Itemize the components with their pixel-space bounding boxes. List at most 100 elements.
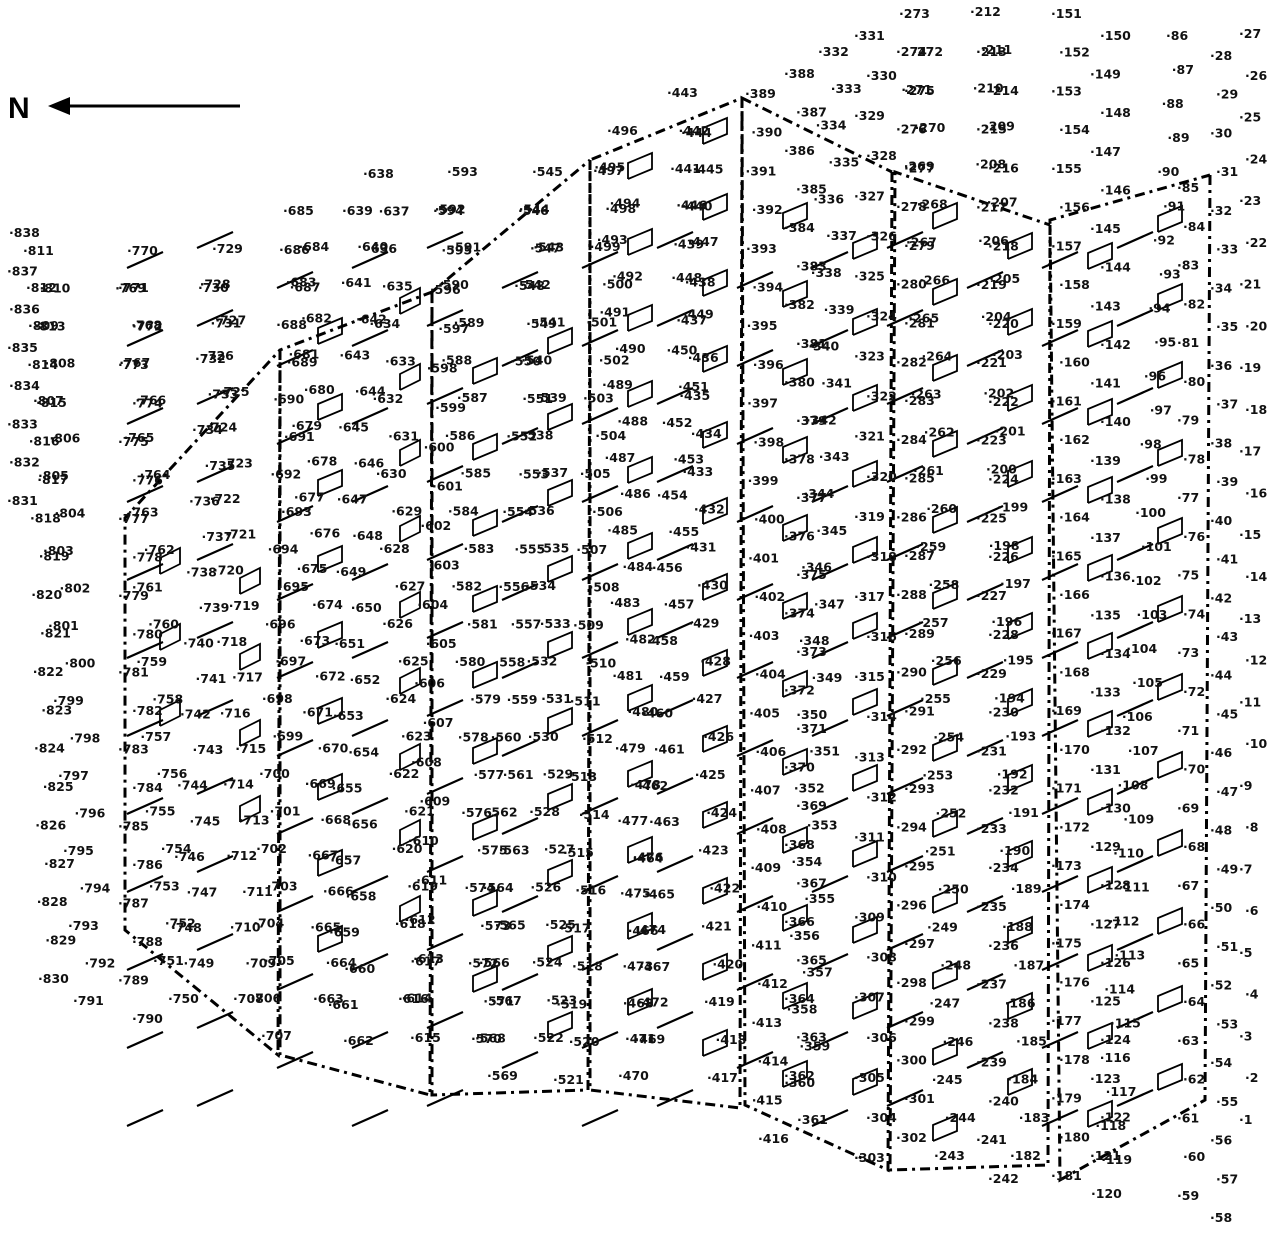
- element-label-674: ·674: [312, 597, 343, 612]
- cell-outline: [1158, 986, 1182, 1012]
- element-label-714: ·714: [223, 777, 254, 792]
- cell-link: [277, 896, 313, 912]
- element-label-77: ·77: [1177, 490, 1199, 505]
- element-label-90: ·90: [1157, 164, 1179, 179]
- element-label-105: ·105: [1132, 675, 1163, 690]
- element-label-158: ·158: [1059, 277, 1090, 292]
- element-label-642: ·642: [356, 311, 387, 326]
- element-label-54: ·54: [1210, 1055, 1232, 1070]
- element-label-514: ·514: [579, 807, 610, 822]
- element-label-787: ·787: [118, 896, 149, 911]
- element-label-745: ·745: [190, 813, 221, 828]
- element-label-626: ·626: [382, 616, 413, 631]
- element-label-68: ·68: [1183, 839, 1205, 854]
- element-label-334: ·334: [816, 118, 847, 133]
- element-label-121: ·121: [1090, 1148, 1121, 1163]
- element-label-129: ·129: [1090, 839, 1121, 854]
- element-label-66: ·66: [1183, 917, 1205, 932]
- element-label-424: ·424: [706, 805, 737, 820]
- element-label-504: ·504: [595, 428, 626, 443]
- element-label-573: ·573: [480, 918, 511, 933]
- element-label-475: ·475: [620, 886, 651, 901]
- cell-link: [1042, 720, 1078, 736]
- element-label-645: ·645: [338, 420, 369, 435]
- element-label-574: ·574: [464, 880, 495, 895]
- element-label-741: ·741: [196, 671, 227, 686]
- element-label-289: ·289: [904, 626, 935, 641]
- element-label-375: ·375: [796, 567, 827, 582]
- element-label-143: ·143: [1090, 298, 1121, 313]
- element-label-419: ·419: [704, 994, 735, 1009]
- element-label-247: ·247: [929, 996, 960, 1011]
- element-label-308: ·308: [866, 950, 897, 965]
- element-label-640: ·640: [357, 239, 388, 254]
- element-label-104: ·104: [1126, 641, 1157, 656]
- element-label-692: ·692: [270, 467, 301, 482]
- element-label-615: ·615: [410, 1030, 441, 1045]
- element-label-127: ·127: [1090, 916, 1121, 931]
- element-label-529: ·529: [542, 766, 573, 781]
- element-label-559: ·559: [507, 692, 538, 707]
- element-label-391: ·391: [746, 163, 777, 178]
- element-label-784: ·784: [132, 780, 163, 795]
- element-label-20: ·20: [1245, 318, 1267, 333]
- element-label-670: ·670: [318, 740, 349, 755]
- element-label-800: ·800: [65, 656, 96, 671]
- element-label-496: ·496: [607, 123, 638, 138]
- element-label-719: ·719: [229, 598, 260, 613]
- element-label-184: ·184: [1007, 1072, 1038, 1087]
- north-arrow: N: [8, 92, 240, 125]
- element-label-754: ·754: [161, 841, 192, 856]
- element-label-533: ·533: [540, 616, 571, 631]
- element-label-188: ·188: [1002, 919, 1033, 934]
- element-label-731: ·731: [211, 316, 242, 331]
- element-label-671: ·671: [302, 705, 333, 720]
- element-label-518: ·518: [572, 958, 603, 973]
- element-label-553: ·553: [518, 466, 549, 481]
- element-label-5: ·5: [1239, 945, 1252, 960]
- element-label-781: ·781: [118, 665, 149, 680]
- element-label-151: ·151: [1051, 6, 1082, 21]
- element-label-291: ·291: [904, 703, 935, 718]
- element-label-363: ·363: [796, 1030, 827, 1045]
- element-label-487: ·487: [605, 450, 636, 465]
- element-label-431: ·431: [686, 540, 717, 555]
- cell-outline: [473, 358, 497, 384]
- element-label-296: ·296: [896, 897, 927, 912]
- element-label-603: ·603: [429, 557, 460, 572]
- element-label-180: ·180: [1059, 1129, 1090, 1144]
- element-label-655: ·655: [332, 780, 363, 795]
- element-label-2: ·2: [1245, 1070, 1258, 1085]
- element-label-516: ·516: [575, 883, 606, 898]
- element-label-326: ·326: [866, 228, 897, 243]
- element-label-387: ·387: [796, 105, 827, 120]
- element-label-454: ·454: [657, 488, 688, 503]
- element-label-666: ·666: [323, 884, 354, 899]
- element-label-821: ·821: [40, 626, 71, 641]
- element-label-156: ·156: [1059, 200, 1090, 215]
- element-label-61: ·61: [1177, 1111, 1199, 1126]
- element-label-333: ·333: [831, 81, 862, 96]
- element-label-96: ·96: [1144, 369, 1166, 384]
- element-label-782: ·782: [132, 703, 163, 718]
- element-label-51: ·51: [1216, 939, 1238, 954]
- element-label-772: ·772: [132, 319, 163, 334]
- element-label-350: ·350: [796, 707, 827, 722]
- element-label-637: ·637: [379, 204, 410, 219]
- element-label-811: ·811: [23, 243, 54, 258]
- element-label-368: ·368: [784, 837, 815, 852]
- element-label-445: ·445: [693, 161, 724, 176]
- element-label-353: ·353: [807, 817, 838, 832]
- element-label-418: ·418: [716, 1032, 747, 1047]
- element-label-717: ·717: [232, 670, 263, 685]
- element-label-29: ·29: [1216, 87, 1238, 102]
- element-label-87: ·87: [1172, 62, 1194, 77]
- element-label-656: ·656: [347, 817, 378, 832]
- element-label-58: ·58: [1210, 1210, 1232, 1225]
- cell-link: [1117, 388, 1153, 404]
- element-label-216: ·216: [988, 161, 1019, 176]
- element-label-456: ·456: [652, 560, 683, 575]
- element-label-12: ·12: [1245, 653, 1267, 668]
- element-label-194: ·194: [994, 690, 1025, 705]
- cell-link: [197, 1012, 233, 1028]
